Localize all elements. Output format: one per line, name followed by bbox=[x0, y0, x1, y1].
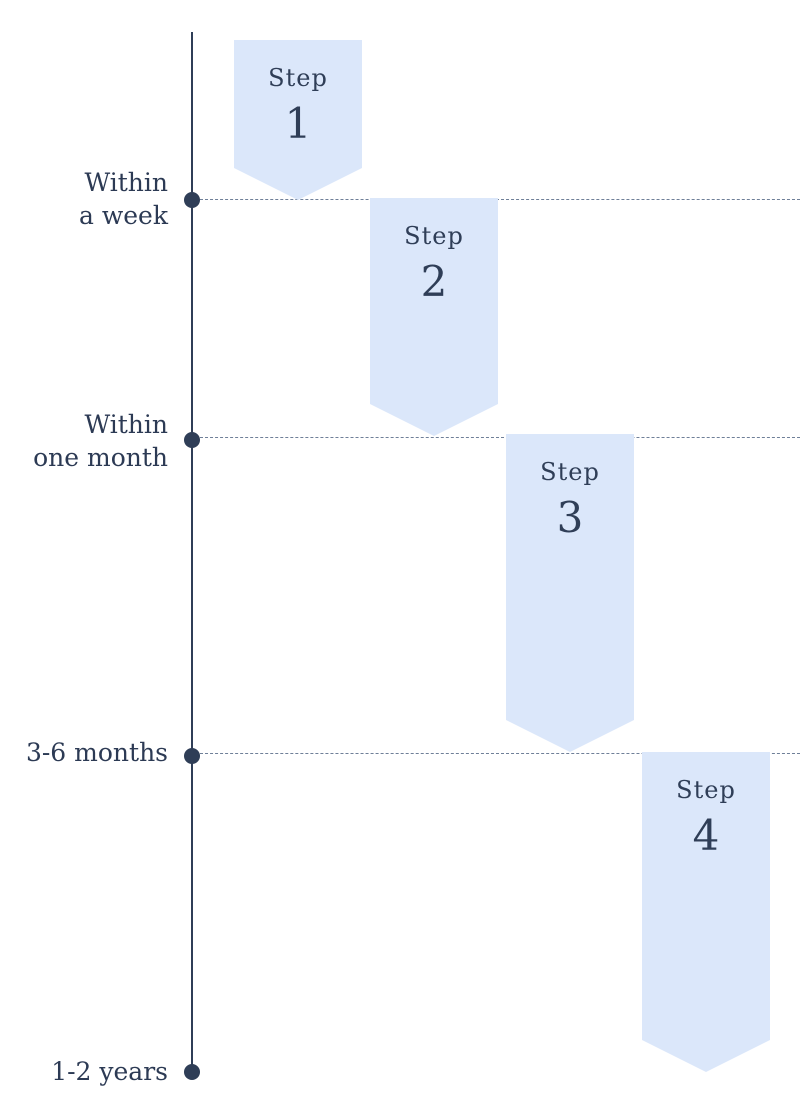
milestone-label-3-line-1: 3-6 months bbox=[25, 738, 168, 767]
step-1-word: Step bbox=[268, 64, 328, 92]
milestone-guide-3 bbox=[200, 753, 800, 754]
milestone-label-4: 1-2 years bbox=[51, 1055, 168, 1088]
milestone-guide-1 bbox=[200, 199, 800, 200]
step-3-word: Step bbox=[540, 458, 600, 486]
milestone-label-1-line-2: a week bbox=[79, 201, 168, 230]
milestone-label-3: 3-6 months bbox=[26, 736, 168, 769]
milestone-dot-1 bbox=[184, 192, 200, 208]
step-3-arrow: Step 3 bbox=[506, 434, 634, 752]
milestone-label-1: Within a week bbox=[79, 166, 168, 232]
step-2-content: Step 2 bbox=[370, 220, 498, 308]
step-2-arrow: Step 2 bbox=[370, 198, 498, 436]
step-2-number: 2 bbox=[420, 257, 448, 306]
milestone-dot-3 bbox=[184, 748, 200, 764]
step-1-content: Step 1 bbox=[234, 62, 362, 150]
step-4-number: 4 bbox=[692, 811, 720, 860]
milestone-label-4-line-1: 1-2 years bbox=[51, 1057, 168, 1086]
milestone-label-2-line-1: Within bbox=[84, 410, 169, 439]
milestone-dot-4 bbox=[184, 1064, 200, 1080]
step-2-word: Step bbox=[404, 222, 464, 250]
step-1-arrow: Step 1 bbox=[234, 40, 362, 200]
milestone-dot-2 bbox=[184, 432, 200, 448]
step-3-number: 3 bbox=[556, 493, 584, 542]
step-4-content: Step 4 bbox=[642, 774, 770, 862]
step-4-word: Step bbox=[676, 776, 736, 804]
step-3-content: Step 3 bbox=[506, 456, 634, 544]
timeline-axis bbox=[191, 32, 193, 1072]
milestone-label-1-line-1: Within bbox=[84, 168, 169, 197]
milestone-label-2-line-2: one month bbox=[33, 443, 168, 472]
milestone-label-2: Within one month bbox=[33, 408, 168, 474]
step-4-arrow: Step 4 bbox=[642, 752, 770, 1072]
milestone-guide-2 bbox=[200, 437, 800, 438]
step-1-number: 1 bbox=[284, 99, 312, 148]
